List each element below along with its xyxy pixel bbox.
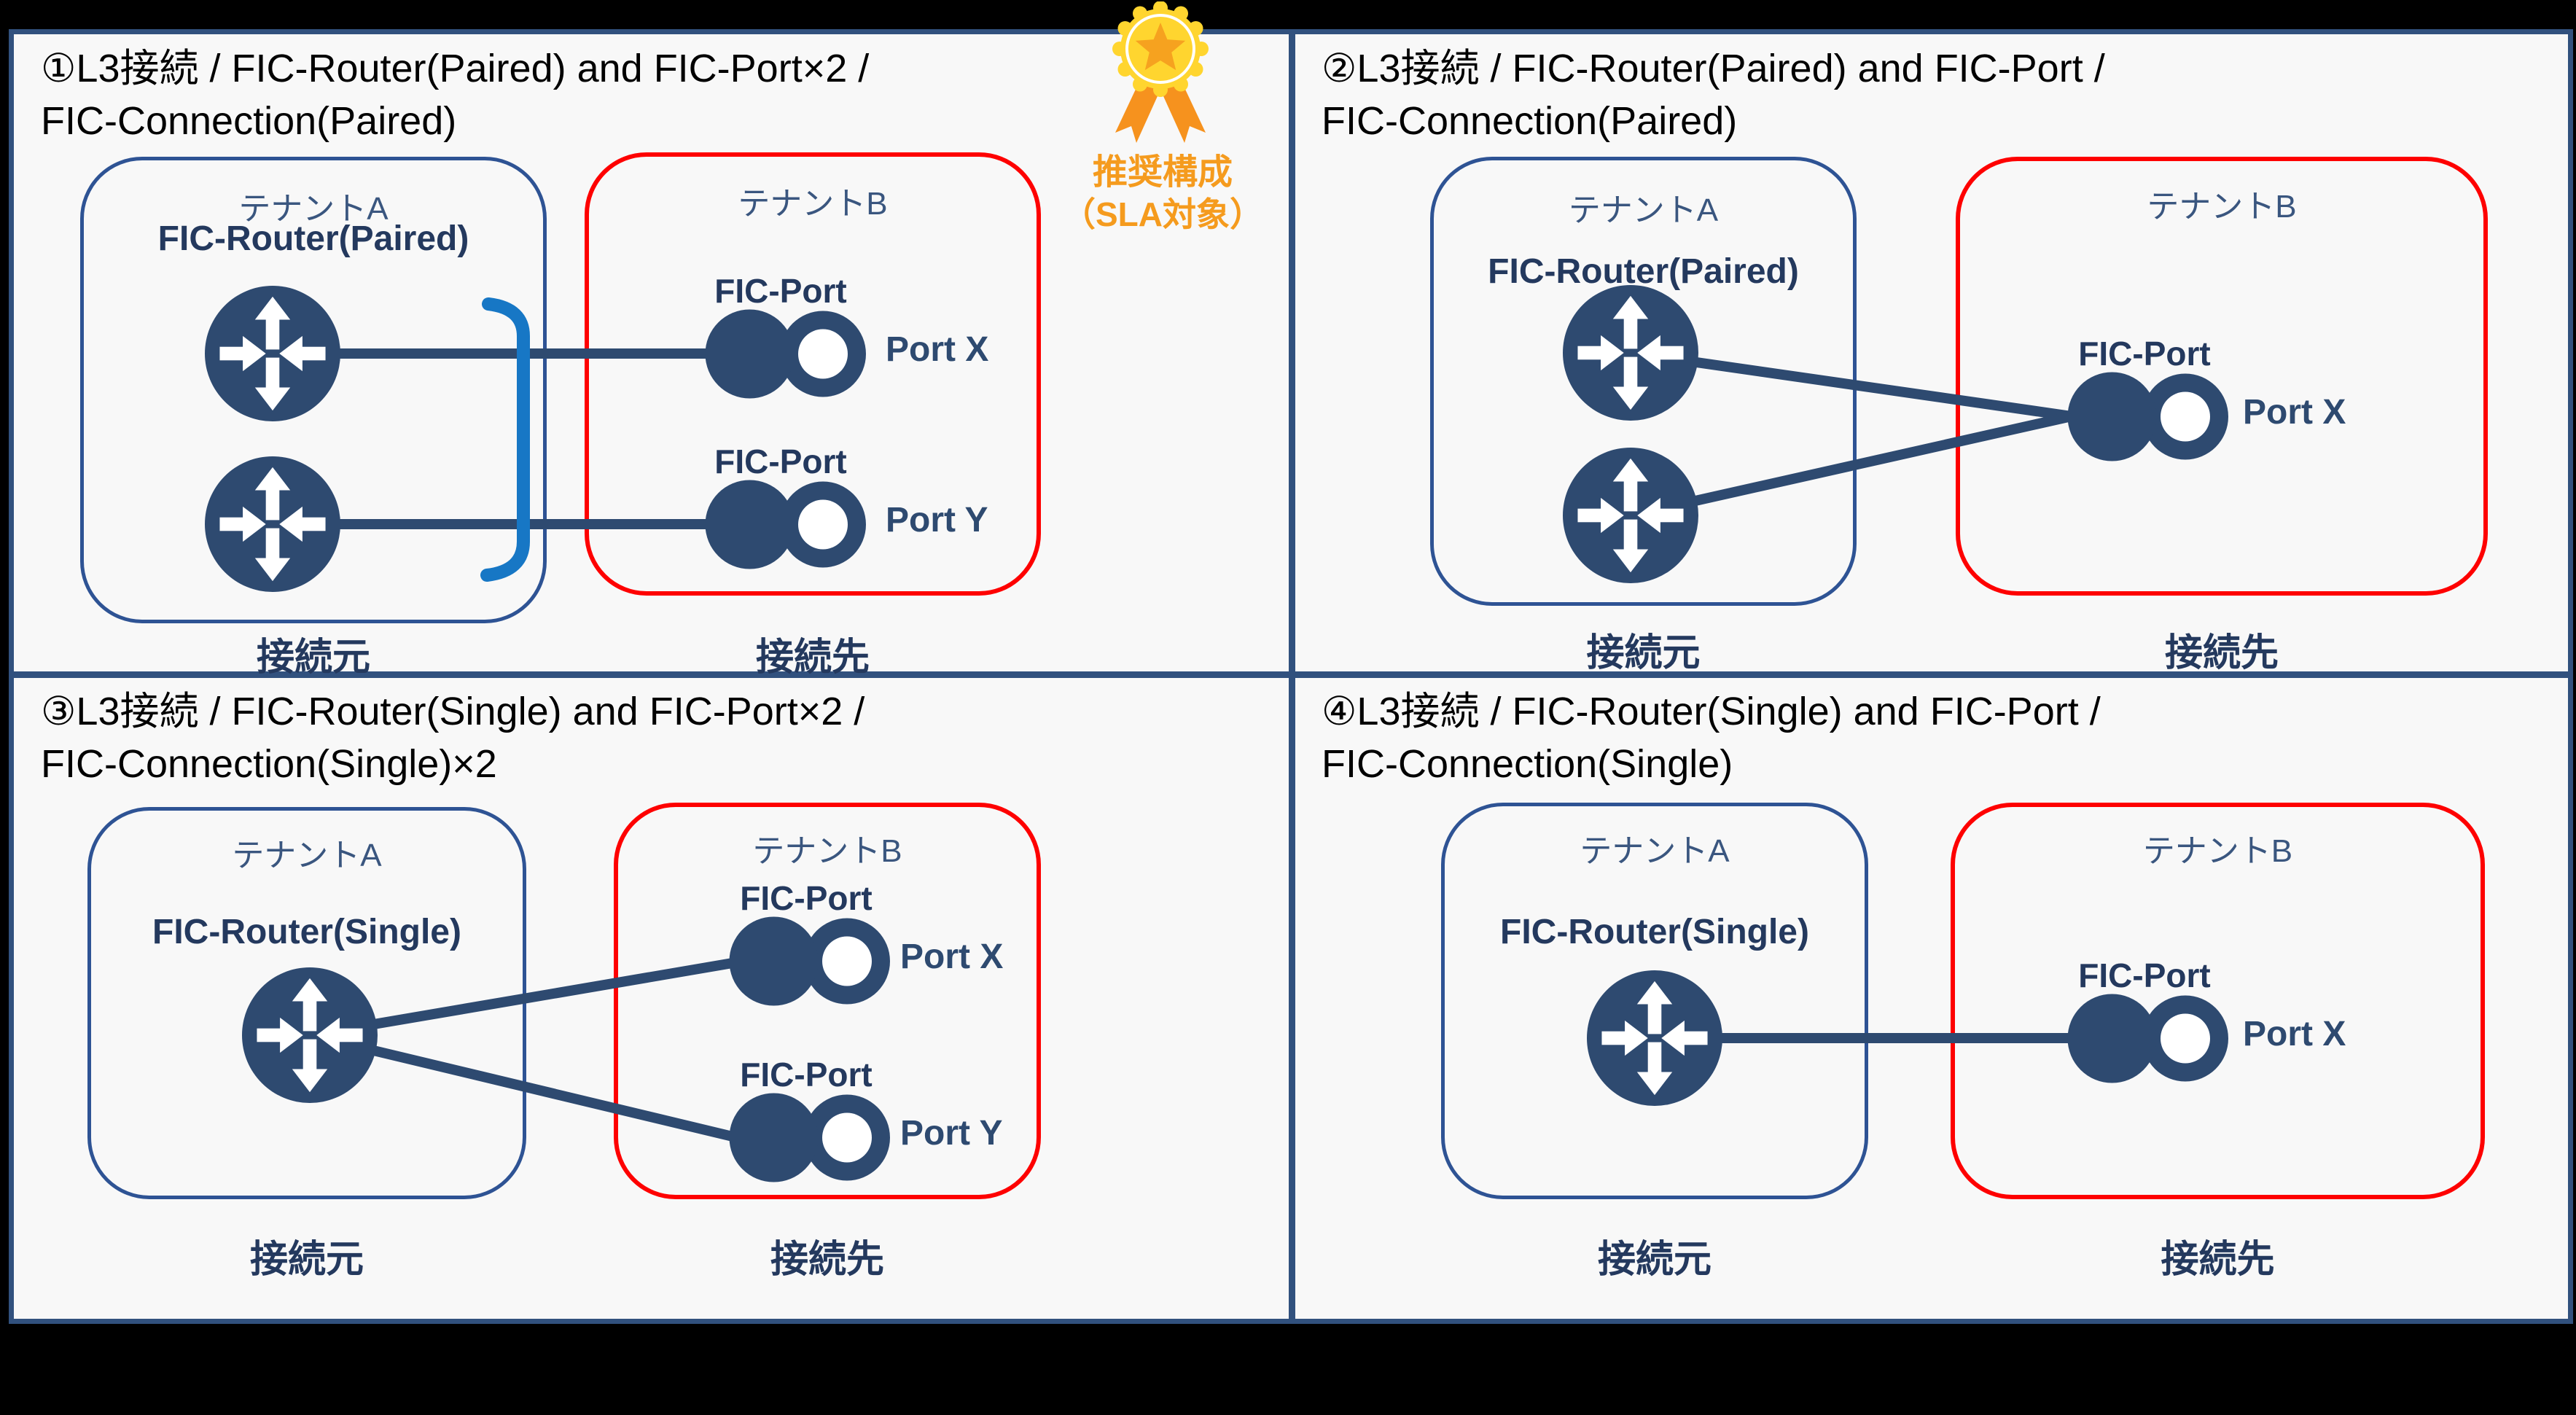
fic-connection-line xyxy=(308,1030,734,1142)
fic-port-icon xyxy=(705,309,866,399)
tenant-a-label: テナントA xyxy=(238,191,389,227)
fic-router-icon xyxy=(1587,970,1722,1106)
medal-star-icon xyxy=(1135,23,1186,71)
fic-port-label: FIC-Port xyxy=(714,272,847,310)
source-label: 接続元 xyxy=(256,636,370,679)
medal-ribbon-right-icon xyxy=(1157,71,1206,143)
quadrant-1-title-line2: FIC-Connection(Paired) xyxy=(41,99,457,143)
fic-port-icon xyxy=(729,1093,890,1182)
tenant-a-label: テナントA xyxy=(1568,192,1719,228)
horizontal-divider xyxy=(9,671,2573,678)
quadrant-2-title-line1: ②L3接続 / FIC-Router(Paired) and FIC-Port … xyxy=(1322,47,2105,90)
quadrant-2: ②L3接続 / FIC-Router(Paired) and FIC-Port … xyxy=(1295,34,2568,674)
quadrant-3-title-line1: ③L3接続 / FIC-Router(Single) and FIC-Port×… xyxy=(41,690,865,733)
fic-router-icon xyxy=(1563,285,1698,421)
tenant-a-label: テナントA xyxy=(232,838,382,873)
fic-port-label: FIC-Port xyxy=(740,1056,873,1094)
fic-router-label: FIC-Router(Single) xyxy=(152,913,461,951)
tenant-b-label: テナントB xyxy=(2142,833,2293,869)
source-label: 接続元 xyxy=(1597,1239,1712,1281)
quadrant-4-title-line2: FIC-Connection(Single) xyxy=(1322,742,1733,786)
fic-router-icon xyxy=(242,967,378,1103)
port-y-label: Port Y xyxy=(900,1114,1003,1153)
fic-router-label: FIC-Router(Paired) xyxy=(1488,252,1799,291)
fic-connection-line xyxy=(1629,411,2073,521)
fic-connection-line xyxy=(308,958,734,1040)
quadrant-4-title-line1: ④L3接続 / FIC-Router(Single) and FIC-Port … xyxy=(1322,690,2101,733)
fic-router-label: FIC-Router(Paired) xyxy=(157,219,469,258)
quadrant-1-diagram xyxy=(205,286,866,592)
fic-port-label: FIC-Port xyxy=(714,443,847,480)
quadrant-1: ①L3接続 / FIC-Router(Paired) and FIC-Port×… xyxy=(15,34,1289,679)
fic-router-icon xyxy=(205,456,340,592)
destination-label: 接続先 xyxy=(2164,632,2279,674)
source-label: 接続元 xyxy=(249,1239,364,1281)
quadrant-3-title-line2: FIC-Connection(Single)×2 xyxy=(41,742,497,786)
port-x-label: Port X xyxy=(886,330,989,369)
quadrant-1-title-line1: ①L3接続 / FIC-Router(Paired) and FIC-Port×… xyxy=(41,47,870,90)
badge-text-line2: （SLA対象） xyxy=(1062,195,1263,233)
tenant-a-label: テナントA xyxy=(1580,833,1730,869)
tenant-b-label: テナントB xyxy=(2147,189,2297,225)
tenant-b-box xyxy=(1951,803,2485,1199)
destination-label: 接続先 xyxy=(2161,1239,2275,1281)
medal-ring-icon xyxy=(1125,14,1195,84)
tenant-b-box xyxy=(614,803,1041,1199)
paired-connection-bracket-icon xyxy=(480,297,530,582)
destination-label: 接続先 xyxy=(755,636,870,679)
fic-port-label: FIC-Port xyxy=(2078,956,2211,994)
fic-connection-line xyxy=(1630,348,2072,421)
fic-router-icon xyxy=(205,286,340,421)
tenant-b-box xyxy=(1956,157,2488,596)
port-y-label: Port Y xyxy=(886,501,988,539)
tenant-b-box xyxy=(585,152,1041,596)
port-x-label: Port X xyxy=(900,938,1004,976)
tenant-b-label: テナントB xyxy=(752,833,902,869)
fic-port-icon xyxy=(729,916,890,1006)
quadrant-3-diagram xyxy=(242,916,890,1182)
quadrant-3: ③L3接続 / FIC-Router(Single) and FIC-Port×… xyxy=(15,677,1289,1319)
port-x-label: Port X xyxy=(2243,393,2346,432)
destination-label: 接続先 xyxy=(770,1239,884,1281)
fic-port-icon xyxy=(705,480,866,569)
tenant-b-label: テナントB xyxy=(738,186,888,222)
fic-router-label: FIC-Router(Single) xyxy=(1500,913,1809,951)
quadrant-4-diagram xyxy=(1587,970,2228,1106)
fic-port-icon xyxy=(2067,994,2228,1083)
fic-port-icon xyxy=(2067,372,2228,461)
fic-router-icon xyxy=(1563,448,1698,583)
quadrant-4: ④L3接続 / FIC-Router(Single) and FIC-Port … xyxy=(1295,677,2568,1319)
medal-ribbon-left-icon xyxy=(1115,71,1164,143)
recommended-badge: 推奨構成 （SLA対象） xyxy=(1053,1,1272,242)
award-medal-icon xyxy=(1112,1,1209,143)
badge-text-line1: 推奨構成 xyxy=(1092,153,1233,192)
quadrant-2-title-line2: FIC-Connection(Paired) xyxy=(1322,99,1738,143)
quadrant-2-diagram xyxy=(1563,285,2228,583)
port-x-label: Port X xyxy=(2243,1015,2346,1053)
tenant-a-box xyxy=(1441,803,1868,1199)
tenant-a-box xyxy=(80,157,547,623)
fic-port-label: FIC-Port xyxy=(740,879,873,917)
source-label: 接続元 xyxy=(1586,632,1701,674)
fic-port-label: FIC-Port xyxy=(2078,335,2211,373)
